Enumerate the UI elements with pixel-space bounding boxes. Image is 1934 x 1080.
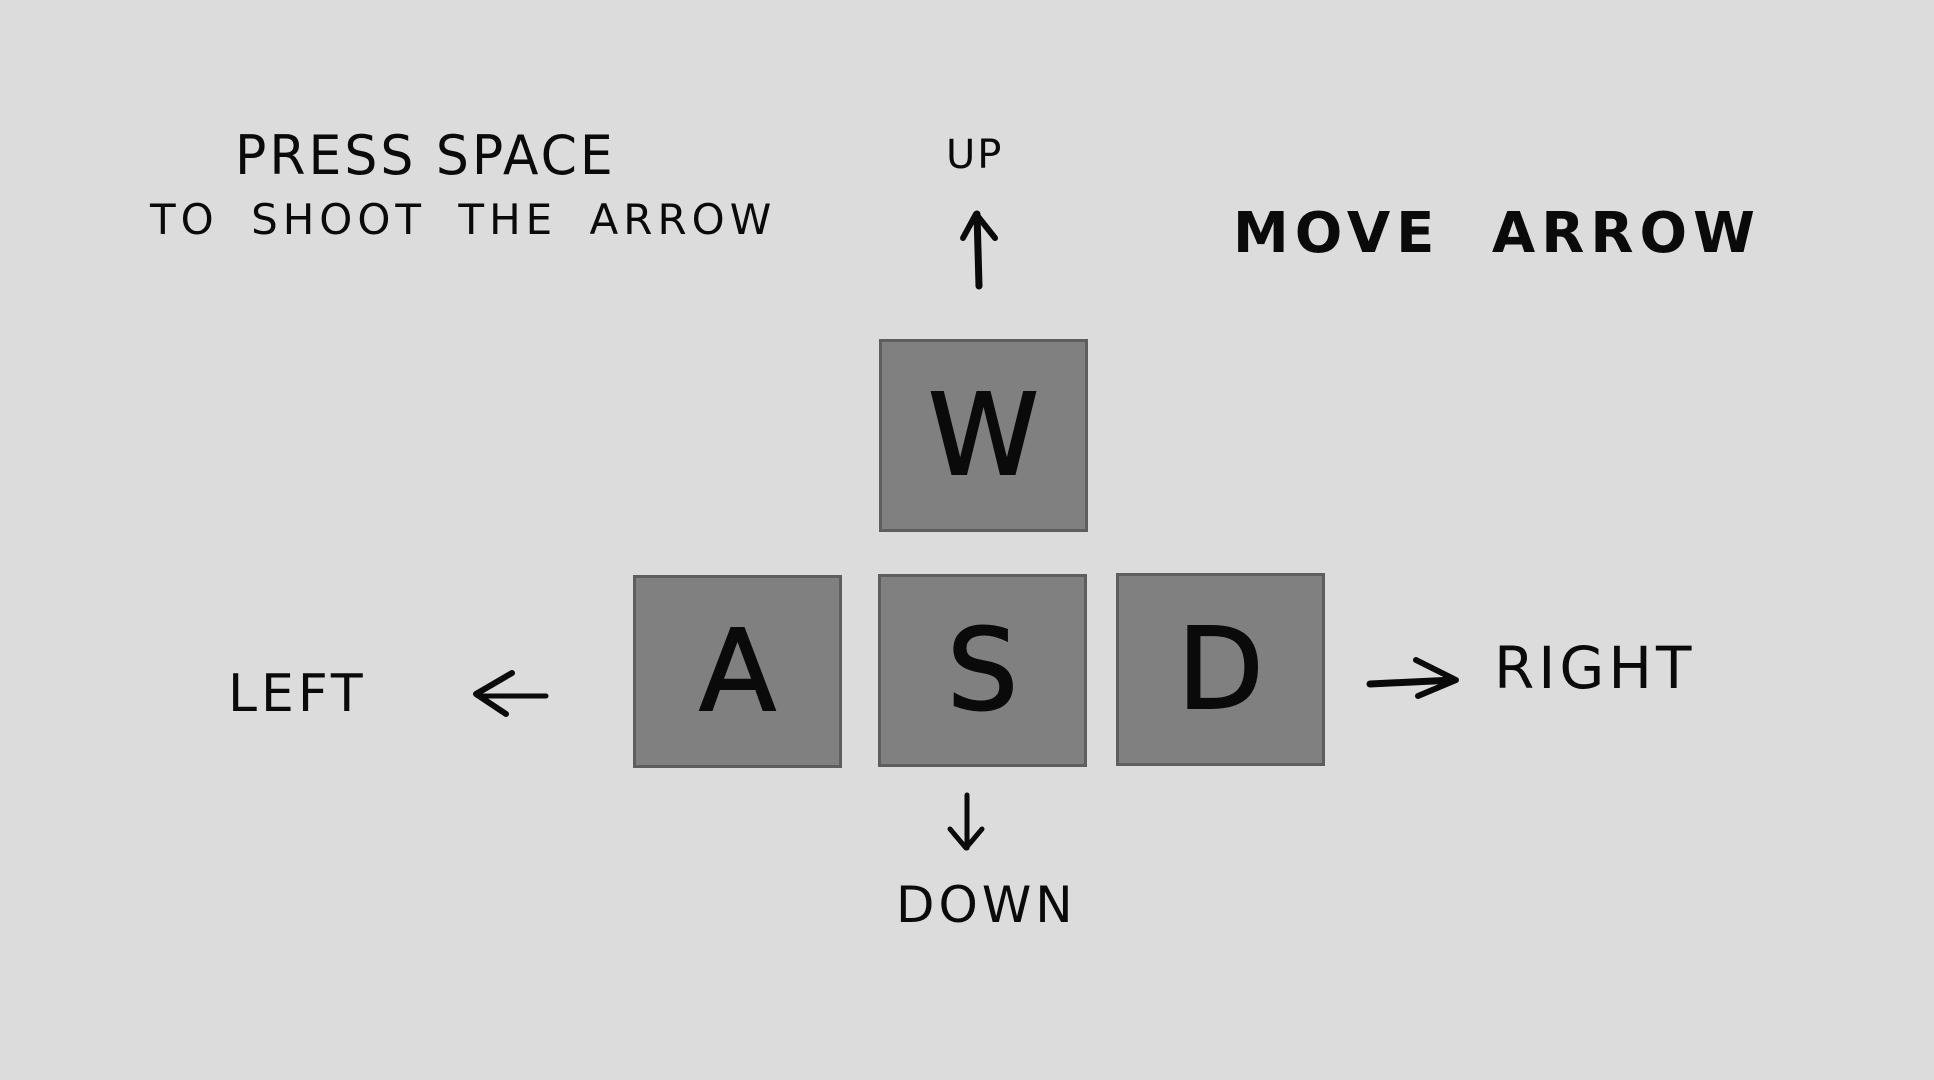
a-key-label: A (698, 606, 777, 737)
d-key-label: D (1176, 604, 1264, 735)
s-key-label: S (946, 605, 1019, 736)
down-label: DOWN (896, 876, 1077, 934)
arrow-down-icon (947, 792, 985, 851)
arrow-right-icon (1366, 657, 1459, 699)
w-key-label: W (927, 370, 1040, 501)
up-label: UP (946, 132, 1004, 178)
left-label: LEFT (228, 664, 367, 724)
shoot-hint-line-1: PRESS SPACE (235, 124, 616, 188)
d-key[interactable]: D (1116, 573, 1325, 766)
move-arrow-label: MOVE ARROW (1233, 201, 1761, 266)
s-key[interactable]: S (878, 574, 1087, 767)
right-label: RIGHT (1494, 634, 1696, 702)
arrow-up-icon (960, 210, 998, 290)
a-key[interactable]: A (633, 575, 842, 768)
w-key[interactable]: W (879, 339, 1088, 532)
arrow-left-icon (473, 670, 549, 717)
shoot-hint-line-2: TO SHOOT THE ARROW (150, 195, 777, 244)
